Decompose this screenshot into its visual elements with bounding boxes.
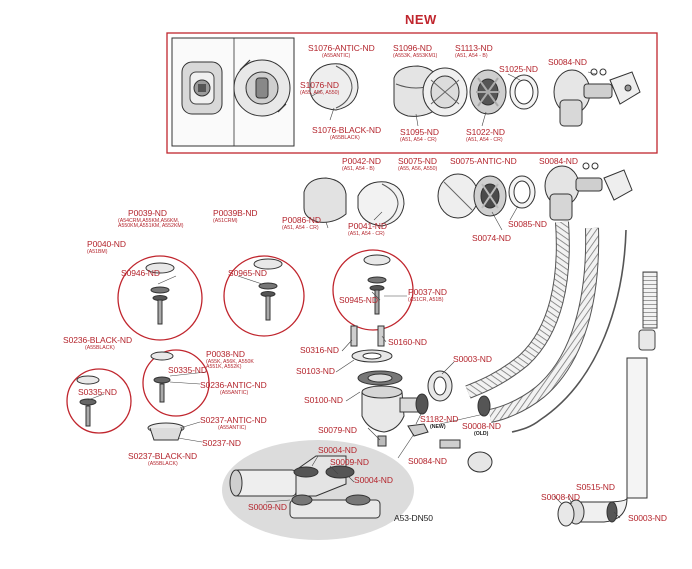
label-s0946: S0946-ND <box>121 268 160 278</box>
screw-s0160 <box>377 325 385 347</box>
label-a53-dn50: A53-DN50 <box>394 513 433 523</box>
leader-lines <box>87 71 621 519</box>
label-s0079: S0079-ND <box>318 425 357 435</box>
label-s0004-low: S0004-ND <box>354 475 393 485</box>
cap-p0086 <box>303 177 347 223</box>
label-s1095: S1095-ND(A51, A54 - CR) <box>400 127 439 143</box>
label-s0009-top: S0009-ND <box>330 457 369 467</box>
label-s0009-low: S0009-ND <box>248 502 287 512</box>
ring-s1182 <box>415 393 429 415</box>
label-s0945: S0945-ND <box>339 295 378 305</box>
new-group-label: NEW <box>401 12 441 27</box>
long-pipe-s0515 <box>557 357 648 527</box>
nut-s0003-mid <box>427 370 453 402</box>
label-s0100: S0100-ND <box>304 395 343 405</box>
label-s1113: S1113-ND(A51, A54 - B) <box>455 43 493 59</box>
label-s0515: S0515-ND <box>576 482 615 492</box>
circle-s0236-black <box>66 368 132 434</box>
label-s1182: S1182-ND(NEW) <box>420 414 459 430</box>
label-s0008-low: S0008-ND <box>541 492 580 502</box>
trap-a53 <box>229 455 381 519</box>
vertical-hose <box>642 271 658 329</box>
waste-body <box>361 385 421 433</box>
ring-s0008-mid <box>477 395 491 417</box>
circle-p0039b <box>223 255 305 337</box>
circle-p0037 <box>332 249 414 331</box>
label-s0003-low: S0003-ND <box>628 513 667 523</box>
label-s0316: S0316-ND <box>300 345 339 355</box>
label-s1025: S1025-ND <box>499 64 538 74</box>
plug-p0039b <box>253 258 283 321</box>
label-s0160: S0160-ND <box>388 337 427 347</box>
inset-overflow-photo <box>171 37 295 147</box>
circle-p0038 <box>142 349 210 417</box>
label-p0038: P0038-ND(A55K, A56K, A550K A551K, A552K) <box>206 349 254 370</box>
label-p0042: P0042-ND(A51, A54 - B) <box>342 156 381 172</box>
part-s0074 <box>473 175 507 217</box>
plug-p0037 <box>363 254 391 315</box>
label-s1076-antic: S1076-ANTIC-ND(A55ANTIC) <box>308 43 375 59</box>
s0084-low-parts <box>407 423 493 473</box>
label-s1076-black: S1076-BLACK-ND(A55BLACK) <box>312 125 381 141</box>
label-s1022: S1022-ND(A51, A54 - CR) <box>466 127 505 143</box>
label-p0041: P0041-ND(A51, A54 - CR) <box>348 221 387 237</box>
flange-s0103 <box>351 349 393 363</box>
label-s0237-antic: S0237-ANTIC-ND(A55ANTIC) <box>200 415 267 431</box>
label-p0086: P0086-ND(A51, A54 - CR) <box>282 215 321 231</box>
plug-p0038 <box>150 351 174 403</box>
label-s0075: S0075-ND(A55, A56, A550) <box>398 156 438 172</box>
label-s0084-low: S0084-ND <box>408 456 447 466</box>
ring-s1025 <box>509 74 539 110</box>
label-s0236-antic: S0236-ANTIC-ND(A55ANTIC) <box>200 380 267 396</box>
label-s0237-black: S0237-BLACK-ND(A55BLACK) <box>128 451 197 467</box>
plug-s0079 <box>377 435 387 447</box>
ring-s0085 <box>508 175 536 209</box>
label-p0039: P0039-ND(A54CRM,A55KM,A56KM, A550KM,A551… <box>118 208 184 229</box>
label-s0237: S0237-ND <box>202 438 241 448</box>
overflow-body-top <box>553 68 641 127</box>
circle-p0040 <box>117 255 203 341</box>
label-s0074: S0074-ND <box>472 233 511 243</box>
overflow-body-mid <box>544 162 633 221</box>
label-p0040: P0040-ND(A51BM) <box>87 239 126 255</box>
cap-s0075 <box>437 173 479 219</box>
label-s0084-top: S0084-ND <box>548 57 587 67</box>
label-s0075-antic: S0075-ANTIC-ND <box>450 156 517 166</box>
cap-s1076-antic <box>309 63 359 111</box>
label-s0103: S0103-ND <box>296 366 335 376</box>
plug-s0335-left <box>76 375 100 427</box>
cap-s1113 <box>422 67 468 117</box>
screw-s0316 <box>350 325 358 347</box>
label-s1076: S1076-ND(A55, A56, A550) <box>300 80 340 96</box>
label-p0039b: P0039B-ND(A51CRM) <box>213 208 258 224</box>
label-s0965: S0965-ND <box>228 268 267 278</box>
cap-p0041 <box>357 181 405 227</box>
label-p0037: P0037-ND(A51CR, A51B) <box>408 287 447 303</box>
label-s0085: S0085-ND <box>508 219 547 229</box>
plug-p0040 <box>145 262 175 325</box>
label-s0335-mid: S0335-ND <box>168 365 207 375</box>
strainer-s0237 <box>147 422 185 441</box>
gasket-s0100 <box>357 370 403 386</box>
label-s0084-mid: S0084-ND <box>539 156 578 166</box>
label-s0004-top: S0004-ND <box>318 445 357 455</box>
label-s1096: S1096-ND(A553K, A553KM1) <box>393 43 438 59</box>
new-parts-frame <box>166 32 658 154</box>
label-s0335-left: S0335-ND <box>78 387 117 397</box>
label-s0003-mid: S0003-ND <box>453 354 492 364</box>
label-s0008-mid: S0008-ND(OLD) <box>462 421 501 437</box>
bowden-cable <box>511 229 627 433</box>
label-s0236-black: S0236-BLACK-ND(A55BLACK) <box>63 335 132 351</box>
part-s1022 <box>469 69 507 115</box>
